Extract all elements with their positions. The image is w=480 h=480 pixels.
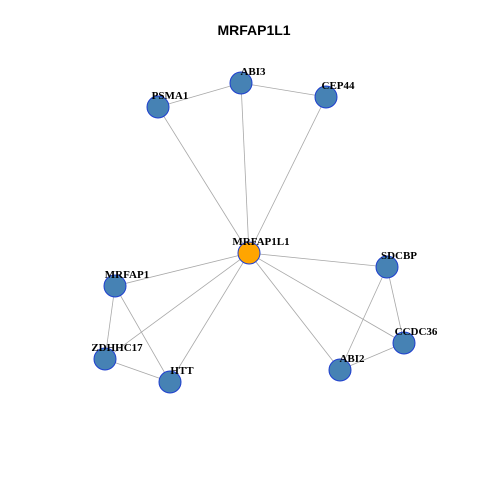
node-circle — [314, 85, 338, 109]
node-label: SDCBP — [381, 250, 417, 262]
edge-mrfap1l1-abi2 — [248, 252, 341, 371]
edge-sdcbp-abi2 — [339, 266, 388, 371]
node-label: CEP44 — [322, 80, 356, 92]
edge-mrfap1l1-mrfap1 — [114, 252, 250, 287]
node-circle — [229, 71, 253, 95]
node-label: MRFAP1 — [105, 269, 149, 281]
edge-mrfap1l1-psma1 — [157, 106, 250, 254]
node-circle — [158, 370, 182, 394]
edge-mrfap1l1-sdcbp — [248, 252, 388, 268]
edge-mrfap1-htt — [114, 285, 171, 383]
node-circle — [103, 274, 127, 298]
edge-mrfap1l1-cep44 — [248, 96, 327, 254]
node-circle — [93, 347, 117, 371]
node-abi2: ABI2 — [328, 353, 365, 382]
node-sdcbp: SDCBP — [375, 250, 417, 279]
edge-psma1-abi3 — [157, 82, 242, 108]
node-zdhhc17: ZDHHC17 — [91, 342, 143, 371]
edge-sdcbp-ccdc36 — [386, 266, 405, 344]
node-label: ABI3 — [240, 66, 266, 78]
diagram-title: MRFAP1L1 — [217, 22, 290, 38]
edge-mrfap1l1-zdhhc17 — [104, 252, 250, 360]
node-circle — [237, 241, 261, 265]
node-psma1: PSMA1 — [146, 90, 189, 119]
node-ccdc36: CCDC36 — [392, 326, 438, 355]
node-cep44: CEP44 — [314, 80, 356, 109]
node-label: MRFAP1L1 — [232, 236, 289, 248]
node-circle — [375, 255, 399, 279]
node-mrfap1: MRFAP1 — [103, 269, 149, 298]
node-htt: HTT — [158, 365, 194, 394]
node-label: HTT — [170, 365, 194, 377]
node-label: CCDC36 — [395, 326, 438, 338]
edge-abi3-cep44 — [240, 82, 327, 98]
node-label: ZDHHC17 — [91, 342, 143, 354]
edge-abi2-ccdc36 — [339, 342, 405, 371]
edge-layer — [104, 82, 405, 383]
node-label: PSMA1 — [152, 90, 189, 102]
node-abi3: ABI3 — [229, 66, 266, 95]
node-circle — [392, 331, 416, 355]
edge-mrfap1l1-htt — [169, 252, 250, 383]
node-label: ABI2 — [339, 353, 365, 365]
node-circle — [146, 95, 170, 119]
edge-mrfap1l1-abi3 — [240, 82, 250, 254]
edge-mrfap1-zdhhc17 — [104, 285, 116, 360]
node-mrfap1l1: MRFAP1L1 — [232, 236, 290, 265]
node-circle — [328, 358, 352, 382]
edge-mrfap1l1-ccdc36 — [248, 252, 405, 344]
